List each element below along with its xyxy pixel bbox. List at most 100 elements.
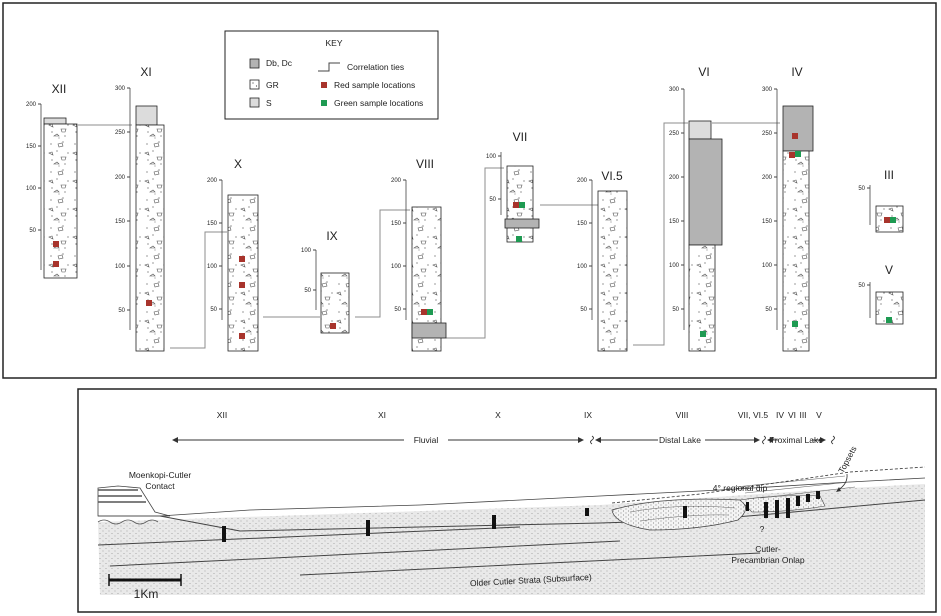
column-label-XII: XII [52, 82, 67, 96]
section-label-XI: XI [378, 410, 386, 420]
swatch-db-dc [249, 58, 260, 69]
correlation-ties [78, 122, 780, 349]
column-position-markers [222, 491, 820, 542]
key-label-db-dc: Db, Dc [266, 58, 293, 68]
cross-section-strata [97, 466, 926, 595]
svg-text:50: 50 [118, 308, 125, 314]
svg-text:300: 300 [115, 86, 126, 92]
annotation-question: ? [760, 524, 765, 534]
svg-text:150: 150 [115, 219, 126, 225]
key-label-ties: Correlation ties [347, 62, 404, 72]
swatch-s [249, 97, 260, 108]
svg-text:100: 100 [669, 263, 680, 269]
section-label-IX: IX [584, 410, 592, 420]
svg-text:50: 50 [489, 197, 496, 203]
annotation-dip: 4° regional dip [713, 483, 768, 493]
svg-text:200: 200 [391, 178, 402, 184]
svg-text:50: 50 [304, 288, 311, 294]
svg-text:50: 50 [394, 307, 401, 313]
column-label-III: III [884, 168, 894, 182]
column-label-VIII: VIII [416, 157, 434, 171]
facies-distal-lake: Distal Lake [659, 435, 701, 445]
symbol-green-sample [321, 100, 327, 106]
key-label-s: S [266, 98, 272, 108]
svg-text:150: 150 [577, 221, 588, 227]
svg-text:300: 300 [669, 87, 680, 93]
key-legend: KEY Db, Dc GR S Correlation ties Red sam… [224, 30, 439, 120]
green-sample [516, 236, 522, 242]
svg-text:50: 50 [210, 307, 217, 313]
svg-text:250: 250 [669, 131, 680, 137]
column-XI: XI 300 250 200 150 100 50 [115, 65, 165, 352]
svg-text:100: 100 [26, 186, 37, 192]
column-VI.5: VI.5 200 150 100 50 [577, 169, 628, 352]
svg-text:50: 50 [672, 307, 679, 313]
svg-text:150: 150 [26, 144, 37, 150]
svg-text:100: 100 [391, 264, 402, 270]
columns-panel: KEY Db, Dc GR S Correlation ties Red sam… [2, 2, 937, 379]
green-sample [519, 202, 525, 208]
svg-text:200: 200 [669, 175, 680, 181]
svg-text:100: 100 [486, 154, 497, 160]
red-sample [789, 152, 795, 158]
key-title: KEY [325, 38, 342, 48]
column-label-IX: IX [326, 229, 337, 243]
red-sample [239, 333, 245, 339]
svg-text:150: 150 [762, 219, 773, 225]
svg-text:50: 50 [580, 307, 587, 313]
key-box [224, 30, 439, 120]
svg-text:200: 200 [115, 175, 126, 181]
column-VIII: VIII 200 150 100 50 [391, 157, 447, 352]
column-IV: IV 300 250 200 150 100 50 [762, 65, 814, 352]
section-label-III: III [799, 410, 806, 420]
red-sample [421, 309, 427, 315]
symbol-correlation-ties [318, 62, 340, 72]
section-label-VIII: VIII [676, 410, 689, 420]
green-sample [886, 317, 892, 323]
svg-text:100: 100 [762, 263, 773, 269]
column-V: V 50 [858, 263, 904, 325]
svg-text:300: 300 [762, 87, 773, 93]
section-label-XII: XII [217, 410, 227, 420]
green-sample [795, 151, 801, 157]
section-label-VII-VI5: VII, VI.5 [738, 410, 769, 420]
svg-text:100: 100 [207, 264, 218, 270]
column-label-XI: XI [140, 65, 151, 79]
scale-bar: 1Km [108, 574, 182, 601]
svg-text:50: 50 [858, 186, 865, 192]
column-label-VII: VII [513, 130, 528, 144]
red-sample [239, 256, 245, 262]
svg-text:250: 250 [115, 130, 126, 136]
annotation-contact-2: Contact [145, 481, 175, 491]
column-III: III 50 [858, 168, 904, 233]
svg-text:50: 50 [858, 283, 865, 289]
column-label-VI: VI [698, 65, 709, 79]
section-label-VI: VI [788, 410, 796, 420]
red-sample [53, 241, 59, 247]
facies-fluvial: Fluvial [414, 435, 439, 445]
key-label-red: Red sample locations [334, 80, 415, 90]
key-label-gr: GR [266, 80, 279, 90]
swatch-gr [249, 79, 260, 90]
scale-label: 1Km [134, 587, 159, 601]
column-label-VI.5: VI.5 [601, 169, 623, 183]
svg-text:200: 200 [762, 175, 773, 181]
annotation-contact-1: Moenkopi-Cutler [129, 470, 192, 480]
svg-text:200: 200 [577, 178, 588, 184]
column-IX: IX 100 50 [301, 229, 350, 334]
svg-text:150: 150 [207, 221, 218, 227]
red-sample [53, 261, 59, 267]
svg-text:150: 150 [391, 221, 402, 227]
facies-proximal-lake: Proximal Lake [769, 435, 823, 445]
facies-arrows [172, 435, 835, 445]
column-X: X 200 150 100 50 [207, 157, 259, 352]
svg-text:50: 50 [29, 228, 36, 234]
column-VII: VII 100 50 [486, 130, 540, 243]
svg-text:200: 200 [26, 102, 37, 108]
topsets-arrowhead [836, 487, 841, 492]
svg-text:100: 100 [115, 264, 126, 270]
column-label-IV: IV [791, 65, 802, 79]
red-sample [884, 217, 890, 223]
green-sample [890, 217, 896, 223]
annotation-onlap-1: Cutler- [755, 544, 781, 554]
